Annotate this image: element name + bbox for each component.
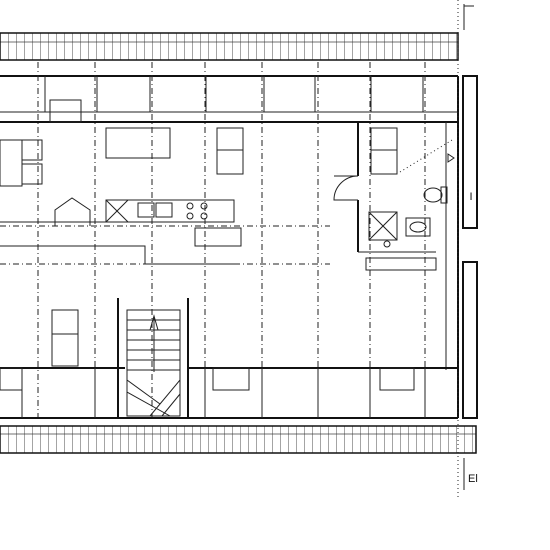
bathroom (333, 122, 455, 271)
upper-furniture (0, 127, 398, 187)
upper-window-band (0, 75, 458, 123)
edge-label-right: I (469, 191, 472, 203)
lower-window-band (0, 309, 458, 419)
roof-tiles-top (0, 32, 459, 61)
edge-label-bottom: El (468, 473, 478, 485)
roof-tiles-bottom (0, 425, 477, 454)
right-gable-wall (445, 0, 478, 500)
kitchen-counter (0, 197, 242, 265)
upper-margin-marks (463, 4, 474, 490)
staircase (117, 298, 189, 418)
